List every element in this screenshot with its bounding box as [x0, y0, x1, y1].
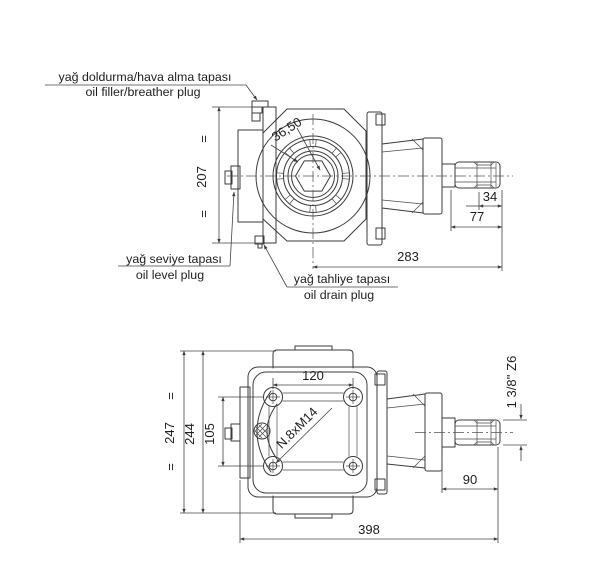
oil-drain-plug [254, 235, 265, 249]
dim-90: 90 [463, 472, 477, 487]
oil-filler-breather-plug [251, 100, 269, 122]
bolt-pattern [253, 387, 363, 476]
bolt [375, 113, 386, 126]
dim-247: 247 [162, 422, 177, 444]
top-tab [272, 349, 354, 369]
dim-398: 398 [358, 522, 380, 537]
top-view-housing [224, 100, 443, 249]
bolt-hole [263, 456, 283, 476]
front-plate [262, 106, 277, 244]
bolt [374, 478, 386, 491]
top-view: 36,50 207 = = 34 77 283 yağ doldurma/hav… [45, 70, 513, 302]
bearing-cone-side [386, 393, 426, 469]
dim-pto-spline: 1 3/8'' Z6 [504, 356, 519, 409]
equal-mark: = [196, 210, 211, 218]
bolt [374, 373, 386, 386]
dim-283: 283 [397, 249, 419, 264]
dim-height-207: 207 [194, 166, 209, 188]
bolt-hole [343, 456, 363, 476]
bolt [375, 227, 386, 240]
rear-plate-side [376, 370, 388, 495]
dim-bolt-spec: N.8xM14 [273, 404, 320, 451]
centerlines-top [227, 114, 513, 269]
dim-120: 120 [302, 368, 324, 383]
hatched-plug [253, 422, 271, 440]
label-filler-tr: yağ doldurma/hava alma tapası [59, 70, 232, 84]
dim-hex-socket: 36,50 [269, 114, 304, 144]
dim-105: 105 [202, 423, 217, 445]
label-drain-en: oil drain plug [304, 288, 374, 302]
bottom-tab [272, 495, 354, 515]
label-filler-en: oil filler/breather plug [85, 85, 200, 99]
label-drain-tr: yağ tahliye tapası [294, 272, 390, 286]
equal-mark: = [196, 135, 211, 143]
oil-plug-side [224, 423, 241, 442]
gearbox-body [262, 108, 367, 242]
top-tab-lip [294, 345, 333, 351]
dim-77: 77 [470, 209, 484, 224]
labels-top: yağ doldurma/hava alma tapası oil filler… [45, 70, 398, 302]
bolt-hole [263, 387, 283, 407]
dim-34: 34 [483, 189, 497, 204]
bearing-plate-side [424, 392, 443, 472]
bottom-view: 120 105 N.8xM14 247 244 = = 90 398 [162, 345, 527, 543]
bottom-view-housing [224, 345, 443, 519]
rear-plate [366, 111, 383, 246]
spline-slots [276, 139, 350, 213]
crescent-outer [256, 390, 272, 473]
equal-mark: = [163, 392, 178, 400]
oil-level-plug [224, 165, 241, 190]
label-level-tr: yağ seviye tapası [126, 252, 222, 266]
crescent-inner [266, 403, 278, 460]
label-level-en: oil level plug [136, 268, 204, 282]
equal-mark: = [163, 463, 178, 471]
bolt-hole [343, 387, 363, 407]
mounting-face [252, 371, 368, 494]
pto-shaft-side [415, 417, 513, 448]
hex-socket [295, 160, 331, 192]
dim-244: 244 [182, 423, 197, 445]
bottom-tab-lip [294, 513, 333, 519]
pto-shaft-top [441, 161, 501, 189]
